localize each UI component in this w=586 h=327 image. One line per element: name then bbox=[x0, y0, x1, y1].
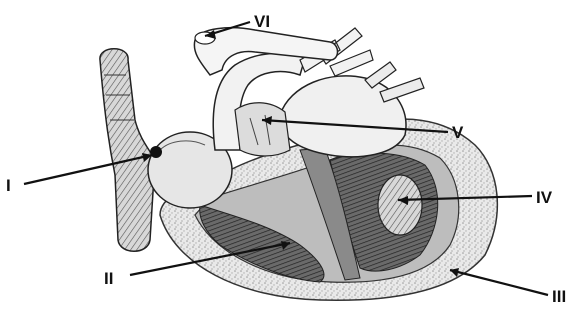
label-VI: VI bbox=[254, 12, 270, 31]
label-III: III bbox=[552, 287, 566, 306]
leader-III bbox=[450, 270, 548, 295]
vena-cava bbox=[100, 49, 155, 252]
label-II: II bbox=[104, 269, 113, 288]
label-I: I bbox=[6, 176, 11, 195]
mitral-valve bbox=[378, 175, 422, 235]
atrium-opening bbox=[150, 146, 162, 158]
label-IV: IV bbox=[536, 188, 553, 207]
aortic-root bbox=[235, 103, 290, 156]
left-atrium bbox=[280, 76, 406, 157]
label-V: V bbox=[452, 123, 464, 142]
